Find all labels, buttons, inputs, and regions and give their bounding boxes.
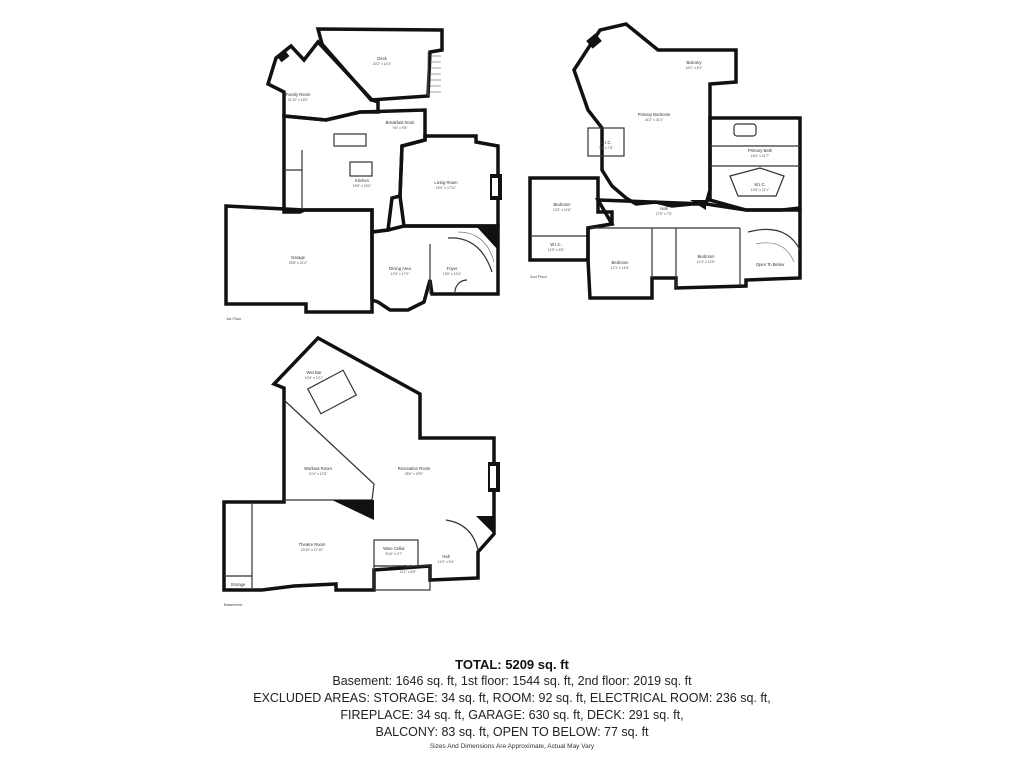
room-name: Bedroom [554,202,572,207]
deck-stairs [430,55,441,93]
room-name: Wine Cellar [383,546,405,551]
excluded-areas-line: EXCLUDED AREAS: STORAGE: 34 sq. ft, ROOM… [253,691,771,705]
total-area: TOTAL: 5209 sq. ft [455,657,569,672]
excluded-areas-line: BALCONY: 83 sq. ft, OPEN TO BELOW: 77 sq… [375,725,649,739]
room-name: Storage [231,582,246,587]
room-name: W.I.C. [600,140,611,145]
room-name: Primary Bath [748,148,773,153]
room-dims: 11'0" x 9'4" [438,560,455,564]
room-name: Theatre Room [299,542,326,547]
room-name: W.I.C. [550,242,561,247]
room-name: Kitchen [355,178,370,183]
room-dims: 13'3" x 11'6" [553,208,572,212]
room-dims: 16'1" x 6'1" [686,66,704,70]
room-name: Family Room [286,92,311,97]
room-dims: 8'10" x 4'7" [386,552,404,556]
room-name: Hall [660,206,667,211]
fireplace-icon [276,49,290,63]
wet-bar-counter [306,369,358,415]
dining-foyer-outline [370,224,500,312]
room-dims: 15'6" x 16'0" [353,184,372,188]
floor-plans-drawing: 1st Floor Deck 20'2" x 14'3" Family Room… [222,22,802,607]
room-name: Dining Area [389,266,411,271]
hall-bedrooms-outline [586,198,802,300]
room-dims: 7'6" x 7'6" [599,146,615,150]
stair-well [690,200,706,210]
room-dims: 10'4" x 12'5" [309,472,328,476]
floor-areas-line: Basement: 1646 sq. ft, 1st floor: 1544 s… [332,674,692,688]
excluded-areas-line: FIREPLACE: 34 sq. ft, GARAGE: 630 sq. ft… [340,708,684,722]
room-name: Bath [404,564,413,569]
room-dims: 12'5" x 17'0" [391,272,410,276]
upper-stairs [747,228,801,251]
room-dims: 11'4" x 12'5" [697,260,716,264]
room-name: Wet Bar [306,370,322,375]
basement-plan: Basement Wet Bar 10'6" x 13'1" Workout R… [222,335,500,607]
room-dims: 11'1" x 8'5" [400,570,417,574]
stair-well [332,500,374,520]
kitchen-island [349,161,373,177]
room-name: Balcony [687,60,703,65]
room-dims: 20'2" x 14'3" [373,62,392,66]
fireplace-icon [586,33,602,49]
front-door [454,279,468,293]
bedroom-west-outline [528,176,614,262]
room-dims: 28'0" x 29'9" [405,472,424,476]
room-dims: 10'6" x 13'1" [305,376,324,380]
room-dims: 24'2" x 31'4" [645,118,664,122]
room-dims: 10'6" x 11'1" [751,188,770,192]
basement-outline [222,335,496,592]
stair-well [476,516,494,534]
room-name: Hall [442,554,449,559]
room-name: Foyer [447,266,458,271]
room-dims: 9'6" x 9'8" [393,126,409,130]
living-room-outline [398,134,500,228]
kitchen-counter [333,133,367,147]
wic-outline [587,127,625,157]
first-floor-plan: 1st Floor Deck 20'2" x 14'3" Family Room… [224,27,502,321]
first-floor-label: 1st Floor [226,316,242,321]
room-name: Breakfast Nook [386,120,416,125]
room-dims: 19'0" x 17'11" [436,186,457,190]
room-name: Bedroom [698,254,716,259]
garage-outline [224,204,374,314]
room-name: Primary Bedroom [638,112,671,117]
room-dims: 21'10" x 16'0" [288,98,309,102]
basement-label: Basement [224,602,243,607]
room-name: W.I.C. [754,182,765,187]
room-dims: 11'9" x 4'6" [548,248,565,252]
room-name: Workout Room [304,466,332,471]
room-name: Living Room [434,180,458,185]
second-floor-plan: 2nd Floor Balcony 16'1" x 6'1" Primary B… [528,22,802,300]
room-dims: 16'4" x 11'7" [751,154,770,158]
second-floor-label: 2nd Floor [530,274,548,279]
room-dims: 27'5" x 7'5" [656,212,674,216]
room-name: Recreation Room [398,466,431,471]
bath-outline [373,565,431,591]
foyer-stairs [447,237,493,273]
area-summary: TOTAL: 5209 sq. ft Basement: 1646 sq. ft… [0,656,1024,750]
room-name: Bedroom [612,260,630,265]
stair-well [476,226,498,250]
room-name: Deck [377,56,387,61]
room-name: Garage [291,255,306,260]
room-dims: 13'6" x 13'4" [443,272,462,276]
room-dims: 12'1" x 14'6" [611,266,630,270]
room-name: Open To Below [756,262,785,267]
room-dims: 29'8" x 21'2" [289,261,308,265]
disclaimer: Sizes And Dimensions Are Approximate, Ac… [429,743,595,750]
room-dims: 23'10" x 17'10" [301,548,324,552]
